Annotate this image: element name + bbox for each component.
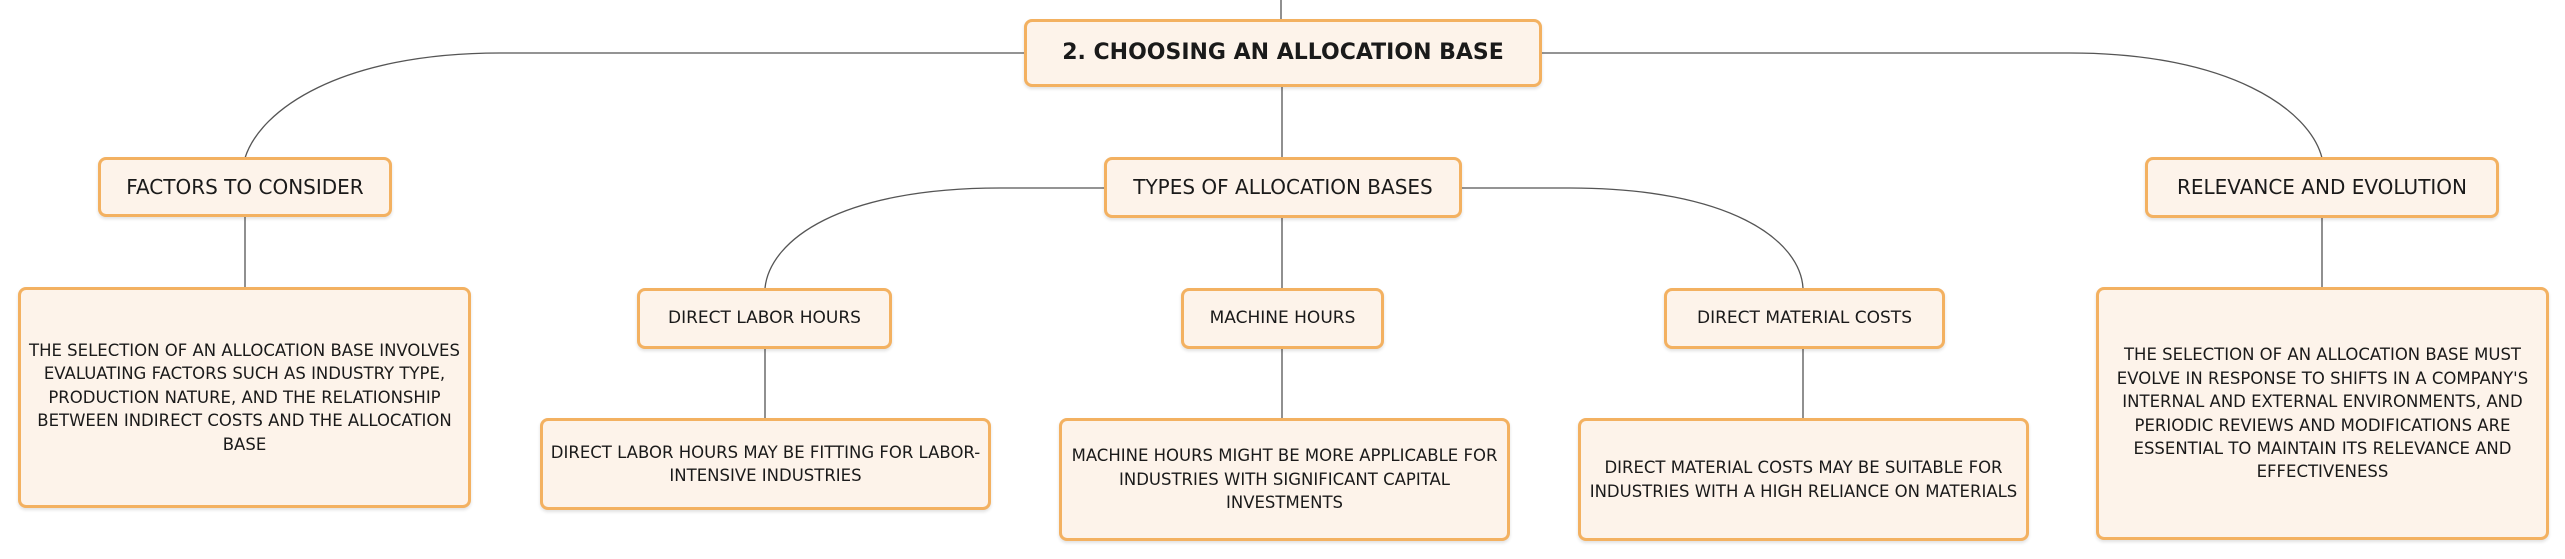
machine-hours-detail-text: MACHINE HOURS MIGHT BE MORE APPLICABLE F… [1071, 446, 1498, 513]
relevance-label: RELEVANCE AND EVOLUTION [2176, 175, 2468, 200]
types-label: TYPES OF ALLOCATION BASES [1133, 175, 1433, 200]
material-costs-label: DIRECT MATERIAL COSTS [1697, 308, 1912, 329]
edge-types-labor [764, 187, 1104, 289]
edge-root-relevance [1540, 52, 2323, 159]
labor-hours-detail-node[interactable]: DIRECT LABOR HOURS MAY BE FITTING FOR LA… [540, 418, 991, 510]
machine-hours-node[interactable]: MACHINE HOURS [1181, 288, 1384, 349]
types-node[interactable]: TYPES OF ALLOCATION BASES [1104, 157, 1462, 218]
labor-hours-label: DIRECT LABOR HOURS [668, 308, 861, 329]
material-costs-node[interactable]: DIRECT MATERIAL COSTS [1664, 288, 1945, 349]
machine-hours-detail-node[interactable]: MACHINE HOURS MIGHT BE MORE APPLICABLE F… [1059, 418, 1510, 541]
root-node[interactable]: 2. CHOOSING AN ALLOCATION BASE [1024, 19, 1542, 87]
factors-node[interactable]: FACTORS TO CONSIDER [98, 157, 392, 217]
material-costs-detail-node[interactable]: DIRECT MATERIAL COSTS MAY BE SUITABLE FO… [1578, 418, 2029, 541]
material-costs-detail-text: DIRECT MATERIAL COSTS MAY BE SUITABLE FO… [1589, 458, 2018, 501]
edge-types-material [1460, 187, 1804, 289]
root-label: 2. CHOOSING AN ALLOCATION BASE [1062, 40, 1504, 66]
relevance-detail-node[interactable]: THE SELECTION OF AN ALLOCATION BASE MUST… [2096, 287, 2549, 540]
factors-label: FACTORS TO CONSIDER [126, 174, 364, 199]
factors-detail-node[interactable]: THE SELECTION OF AN ALLOCATION BASE INVO… [18, 287, 471, 508]
machine-hours-label: MACHINE HOURS [1209, 308, 1356, 329]
edge-root-factors [244, 52, 1024, 159]
labor-hours-node[interactable]: DIRECT LABOR HOURS [637, 288, 892, 349]
relevance-detail-text: THE SELECTION OF AN ALLOCATION BASE MUST… [2116, 345, 2529, 482]
relevance-node[interactable]: RELEVANCE AND EVOLUTION [2145, 157, 2499, 218]
labor-hours-detail-text: DIRECT LABOR HOURS MAY BE FITTING FOR LA… [550, 442, 981, 485]
factors-detail-text: THE SELECTION OF AN ALLOCATION BASE INVO… [29, 340, 460, 454]
